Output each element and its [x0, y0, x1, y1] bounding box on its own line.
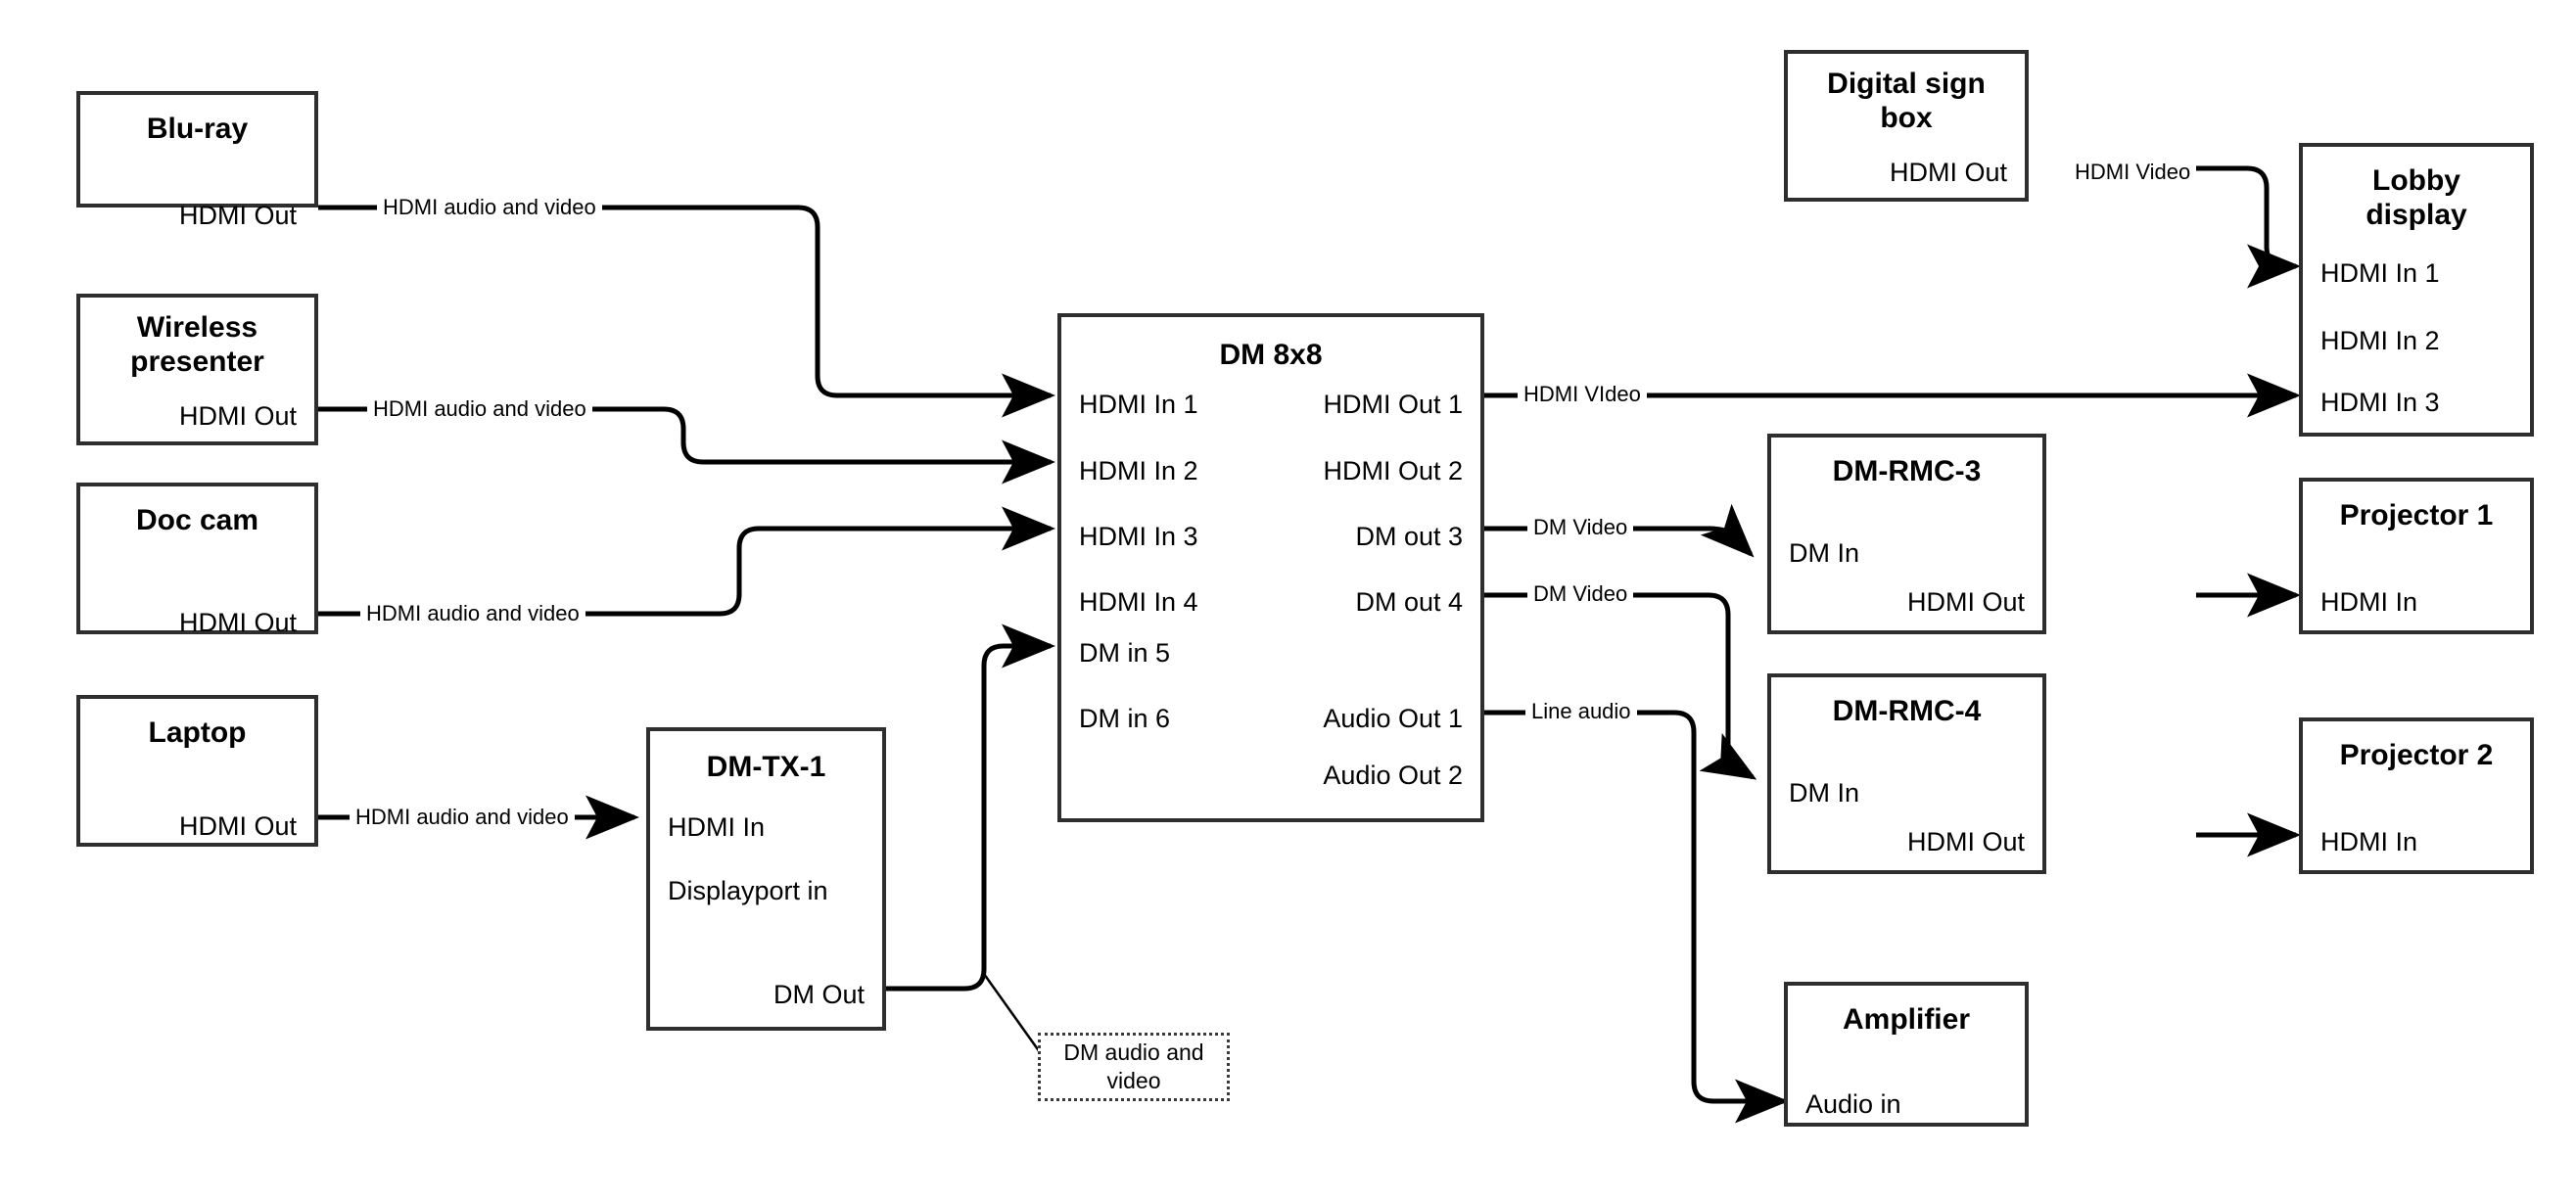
node-doc-cam-title: Doc cam: [135, 504, 259, 536]
edge-label-laptop-link: HDMI audio and video: [350, 807, 575, 828]
node-dm-8x8-input-hdmi-in-4[interactable]: HDMI In 4: [1079, 587, 1198, 617]
edge-label-doccam-link: HDMI audio and video: [360, 603, 585, 624]
node-dm-tx-1-port-hdmi-in[interactable]: HDMI In: [668, 812, 766, 842]
node-dm-8x8-input-dm-in-6[interactable]: DM in 6: [1079, 704, 1171, 733]
node-dm-8x8-input-hdmi-in-1[interactable]: HDMI In 1: [1079, 390, 1198, 419]
callout-leader-line: [982, 973, 1042, 1053]
edge-label-line-audio: Line audio: [1525, 701, 1637, 722]
node-projector-2-title: Projector 2: [2339, 739, 2494, 771]
node-dm-8x8-output-audio-out-2[interactable]: Audio Out 2: [1323, 761, 1463, 790]
wire-bluray-to-dm8x8-in1: [318, 205, 1055, 418]
node-dm-rmc-3[interactable]: DM-RMC-3 DM In HDMI Out: [1767, 434, 2046, 634]
node-projector-2-port-hdmi-in[interactable]: HDMI In: [2320, 827, 2418, 856]
node-dm-8x8-output-dm-out-4[interactable]: DM out 4: [1355, 587, 1463, 617]
node-dm-rmc-3-title: DM-RMC-3: [1832, 455, 1982, 487]
node-dm-tx-1-port-dm-out[interactable]: DM Out: [773, 980, 865, 1009]
node-dm-8x8[interactable]: DM 8x8 HDMI In 1 HDMI In 2 HDMI In 3 HDM…: [1057, 313, 1484, 822]
node-doc-cam[interactable]: Doc cam HDMI Out: [76, 483, 318, 637]
node-wireless-presenter-title-line1: Wireless: [136, 311, 258, 344]
node-laptop-port-hdmi-out[interactable]: HDMI Out: [178, 811, 297, 841]
edge-label-dm-video-4: DM Video: [1527, 583, 1634, 605]
node-projector-1-port-hdmi-in[interactable]: HDMI In: [2320, 587, 2418, 617]
node-bluray-port-hdmi-out[interactable]: HDMI Out: [178, 201, 297, 230]
node-dm-8x8-input-hdmi-in-2[interactable]: HDMI In 2: [1079, 456, 1198, 485]
node-dm-8x8-output-hdmi-out-2[interactable]: HDMI Out 2: [1323, 456, 1463, 485]
node-wireless-presenter-title-line2: presenter: [130, 346, 264, 378]
node-dm-8x8-title: DM 8x8: [1219, 339, 1323, 371]
node-laptop[interactable]: Laptop HDMI Out: [76, 695, 318, 847]
node-dm-8x8-output-hdmi-out-1[interactable]: HDMI Out 1: [1323, 390, 1463, 419]
callout-dm-audio-and-video-text: DM audio and video: [1063, 1039, 1204, 1093]
node-digital-sign-box-port-hdmi-out[interactable]: HDMI Out: [1889, 158, 2007, 187]
node-dm-8x8-output-audio-out-1[interactable]: Audio Out 1: [1323, 704, 1463, 733]
node-bluray-title: Blu-ray: [146, 113, 249, 145]
edge-label-hdmi-video-out1: HDMI VIdeo: [1518, 384, 1647, 405]
node-lobby-display-title-line1: Lobby: [2372, 164, 2460, 197]
wire-dm8x8-out4-to-rmc4: [1483, 592, 1757, 780]
node-lobby-display-port-hdmi-in-2[interactable]: HDMI In 2: [2320, 326, 2440, 355]
node-projector-1[interactable]: Projector 1 HDMI In: [2299, 478, 2534, 634]
edge-label-bluray-link: HDMI audio and video: [377, 197, 602, 218]
node-dm-rmc-4[interactable]: DM-RMC-4 DM In HDMI Out: [1767, 673, 2046, 874]
edge-label-wireless-link: HDMI audio and video: [367, 398, 592, 420]
node-dm-rmc-4-title: DM-RMC-4: [1832, 695, 1982, 727]
wire-dm8x8-audioout1-to-amplifier: [1483, 710, 1789, 1124]
node-dm-8x8-input-dm-in-5[interactable]: DM in 5: [1079, 638, 1171, 668]
node-digital-sign-box-title-line2: box: [1880, 102, 1933, 134]
node-dm-8x8-output-dm-out-3[interactable]: DM out 3: [1355, 522, 1463, 551]
node-digital-sign-box[interactable]: Digital sign box HDMI Out: [1784, 50, 2029, 202]
node-amplifier[interactable]: Amplifier Audio in: [1784, 982, 2029, 1127]
node-wireless-presenter-port-hdmi-out[interactable]: HDMI Out: [178, 401, 297, 431]
node-doc-cam-port-hdmi-out[interactable]: HDMI Out: [178, 608, 297, 637]
edge-label-dm-video-3: DM Video: [1527, 517, 1634, 538]
node-projector-2[interactable]: Projector 2 HDMI In: [2299, 717, 2534, 874]
node-dm-tx-1-title: DM-TX-1: [706, 751, 826, 783]
node-bluray[interactable]: Blu-ray HDMI Out: [76, 91, 318, 229]
wire-digitalsign-to-lobby-in1: [2185, 165, 2301, 289]
node-dm-rmc-3-port-hdmi-out[interactable]: HDMI Out: [1906, 587, 2025, 617]
node-dm-tx-1[interactable]: DM-TX-1 HDMI In Displayport in DM Out: [646, 727, 886, 1031]
node-dm-rmc-4-port-hdmi-out[interactable]: HDMI Out: [1906, 827, 2025, 856]
node-lobby-display-port-hdmi-in-1[interactable]: HDMI In 1: [2320, 258, 2440, 288]
node-projector-1-title: Projector 1: [2339, 499, 2494, 531]
node-digital-sign-box-title-line1: Digital sign: [1827, 68, 1986, 100]
callout-dm-audio-and-video: DM audio and video: [1038, 1033, 1230, 1101]
node-wireless-presenter[interactable]: Wireless presenter HDMI Out: [76, 294, 318, 445]
node-amplifier-title: Amplifier: [1842, 1003, 1971, 1036]
node-laptop-title: Laptop: [148, 716, 247, 749]
node-lobby-display[interactable]: Lobby display HDMI In 1 HDMI In 2 HDMI I…: [2299, 143, 2534, 437]
node-dm-rmc-4-port-dm-in[interactable]: DM In: [1789, 778, 1860, 808]
node-dm-8x8-input-hdmi-in-3[interactable]: HDMI In 3: [1079, 522, 1198, 551]
node-lobby-display-port-hdmi-in-3[interactable]: HDMI In 3: [2320, 388, 2440, 417]
node-dm-tx-1-port-displayport-in[interactable]: Displayport in: [668, 876, 828, 905]
node-amplifier-port-audio-in[interactable]: Audio in: [1805, 1089, 1901, 1119]
wire-dmtx1-to-dm8x8-in5: [886, 624, 1055, 992]
edge-label-digital-sign-hdmi-video: HDMI Video: [2069, 162, 2197, 183]
node-dm-rmc-3-port-dm-in[interactable]: DM In: [1789, 538, 1860, 568]
node-lobby-display-title-line2: display: [2365, 199, 2467, 231]
